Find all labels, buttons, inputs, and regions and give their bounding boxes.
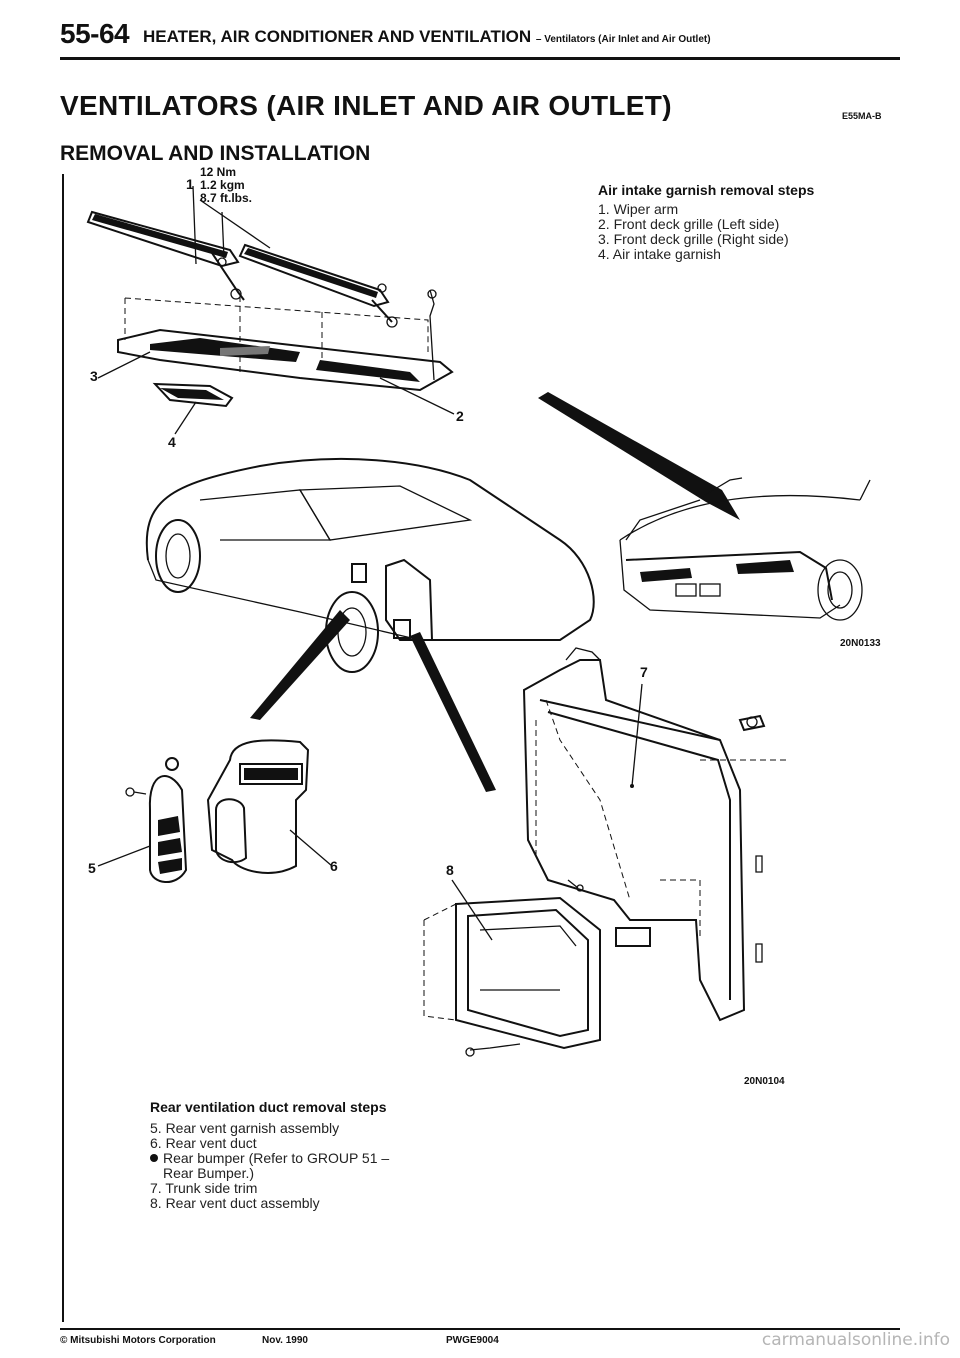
torque-kgm: 1.2 kgm: [200, 178, 245, 192]
callout-6: 6: [330, 858, 338, 874]
front-deck-grille-drawing: [117, 289, 454, 392]
torque-nm: 12 Nm: [200, 165, 237, 179]
section-code: E55MA-B: [842, 111, 882, 121]
list-item: 1. Wiper arm: [598, 201, 679, 217]
torque-spec: 12 Nm 1.2 kgm 8.7 ft.lbs.: [200, 166, 252, 205]
list-item: 6. Rear vent duct: [150, 1135, 257, 1151]
figure-ref-top: 20N0133: [840, 638, 881, 649]
header-subtitle: – Ventilators (Air Inlet and Air Outlet): [535, 34, 711, 45]
list-item: 5. Rear vent garnish assembly: [150, 1120, 340, 1136]
page-header-title: HEATER, AIR CONDITIONER AND VENTILATION …: [143, 27, 711, 47]
front-car-drawing: [619, 477, 871, 621]
list-item: 2. Front deck grille (Left side): [598, 216, 780, 232]
callout-3: 3: [90, 368, 98, 384]
footer-date: Nov. 1990: [262, 1335, 308, 1346]
watermark-text: carmanualsonline.info: [761, 1330, 950, 1350]
rear-vent-steps-block: Rear ventilation duct removal steps 5. R…: [150, 1099, 470, 1211]
torque-ftlbs: 8.7 ft.lbs.: [200, 191, 253, 205]
callout-7: 7: [640, 664, 648, 680]
rear-car-drawing: [145, 457, 595, 673]
callout-4: 4: [168, 434, 176, 450]
callout-2: 2: [456, 408, 464, 424]
list-item: 4. Air intake garnish: [598, 246, 721, 262]
callout-5: 5: [88, 860, 96, 876]
list-item: Rear Bumper.): [163, 1165, 255, 1181]
list-item: 7. Trunk side trim: [150, 1180, 258, 1196]
air-intake-steps-block: Air intake garnish removal steps 1. Wipe…: [598, 182, 898, 262]
bullet-icon: [150, 1154, 158, 1162]
list-item: 8. Rear vent duct assembly: [150, 1195, 320, 1211]
rear-vent-steps-heading: Rear ventilation duct removal steps: [150, 1099, 387, 1115]
header-rule: [60, 57, 900, 60]
list-item: 3. Front deck grille (Right side): [598, 231, 789, 247]
rear-vent-duct-assembly-drawing: [423, 879, 601, 1057]
footer-rule: [60, 1328, 900, 1330]
callout-8: 8: [446, 862, 454, 878]
figure-ref-bottom: 20N0104: [744, 1076, 785, 1087]
list-item: Rear bumper (Refer to GROUP 51 –: [150, 1151, 470, 1166]
rear-vent-garnish-drawing: [97, 757, 188, 883]
section-subtitle: REMOVAL AND INSTALLATION: [60, 142, 371, 165]
trunk-side-trim-drawing: [522, 647, 790, 1022]
footer-copyright: © Mitsubishi Motors Corporation: [60, 1335, 216, 1346]
footer-pub-code: PWGE9004: [446, 1335, 499, 1346]
callout-1: 1: [186, 176, 194, 192]
header-title-text: HEATER, AIR CONDITIONER AND VENTILATION: [143, 27, 532, 46]
air-intake-steps-heading: Air intake garnish removal steps: [598, 182, 815, 198]
section-title: VENTILATORS (AIR INLET AND AIR OUTLET): [60, 90, 672, 121]
page-code: 55-64: [60, 18, 130, 49]
rear-vent-duct-drawing: [206, 739, 333, 874]
left-margin-rule: [62, 174, 64, 1322]
wiper-arm-drawing: [86, 210, 398, 328]
